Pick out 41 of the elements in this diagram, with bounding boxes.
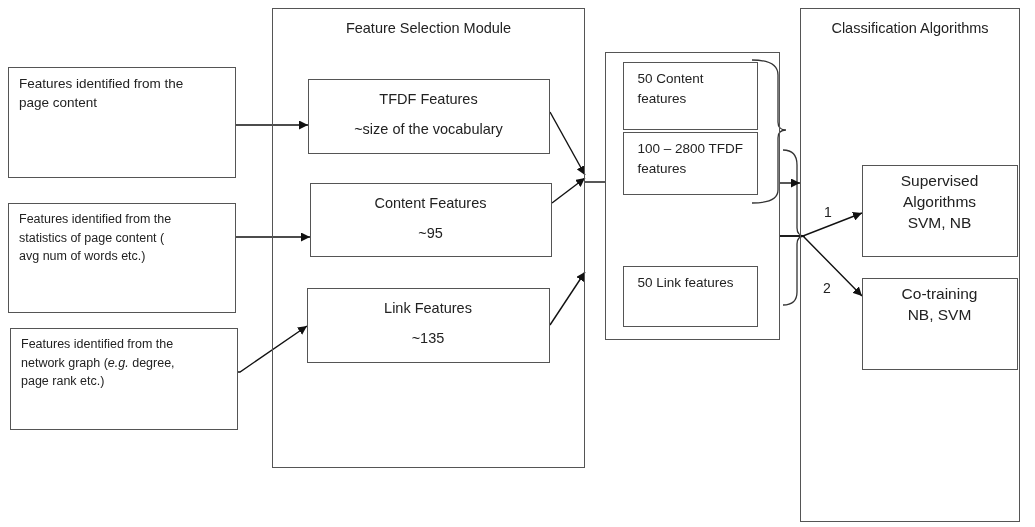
feature-count: ~size of the vocabulary [353,119,504,139]
arrow [549,111,586,176]
feature-box [307,78,550,154]
feature-count: ~95 [417,223,444,243]
feature-box [306,287,550,363]
panel-heading: Classification Algorithms [830,19,990,38]
feature-box [309,182,552,257]
arrow [549,271,586,326]
feature-title: Link Features [383,298,473,318]
source-box [8,67,236,178]
node-text: Features identified from the network graph (e.g. degree, page rank etc.) [20,336,176,390]
algorithm-box [861,277,1018,370]
feature-count: ~135 [410,328,446,348]
module-panel [272,8,585,468]
arrow [779,178,801,188]
algorithm-label: Co-training NB, SVM [900,283,979,325]
feature-group-box [622,265,758,327]
arrow [779,235,863,297]
module-panel [800,8,1020,522]
node-text: 50 Content features [636,69,705,108]
edge-label: 2 [821,280,833,296]
feature-title: Content Features [373,193,488,213]
feature-group-box [622,61,758,130]
arrow [235,232,311,242]
node-text: Features identified from the statistics of page content ( avg num of words etc.) [18,211,173,265]
algorithm-label: Supervised Algorithms SVM, NB [899,170,980,233]
node-text: 50 Link features [636,273,735,292]
node-text: 100 – 2800 TFDF features [636,139,745,178]
arrow [237,325,308,373]
feature-group-box [622,131,758,195]
connector-line [584,181,606,183]
algorithm-box [861,164,1018,257]
node-text: Features identified from the page content [18,75,185,112]
group-box [605,52,780,340]
source-box [8,203,236,313]
arrow [551,177,586,204]
panel-heading: Feature Selection Module [344,19,513,38]
arrow [235,120,309,130]
source-box [10,328,238,430]
edge-label: 1 [822,204,834,220]
feature-title: TFDF Features [378,89,479,109]
